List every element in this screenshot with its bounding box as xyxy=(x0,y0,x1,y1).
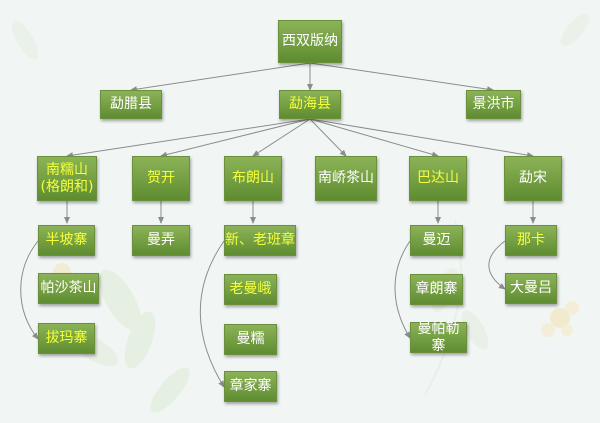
node-label: 帕沙茶山 xyxy=(40,280,97,296)
node-bama-village[interactable]: 拔玛寨 xyxy=(38,323,95,354)
connector-line xyxy=(309,118,439,158)
node-hekai[interactable]: 贺开 xyxy=(132,156,190,201)
connector-line xyxy=(309,118,347,157)
node-label: 南糯山 (格朗和) xyxy=(40,161,94,195)
node-menglah-county[interactable]: 勐腊县 xyxy=(100,90,162,119)
node-label: 勐腊县 xyxy=(110,96,152,112)
node-label: 曼迈 xyxy=(422,232,451,248)
node-nannuo-mountain[interactable]: 南糯山 (格朗和) xyxy=(37,156,97,201)
node-label: 西双版纳 xyxy=(282,33,338,49)
connector-line xyxy=(309,118,534,158)
node-label: 拔玛寨 xyxy=(45,330,88,346)
node-pasha-tea-mountain[interactable]: 帕沙茶山 xyxy=(38,273,99,304)
node-xin-lao-banzhang[interactable]: 新、老班章 xyxy=(224,225,296,256)
node-label: 老曼峨 xyxy=(229,281,272,297)
node-nanqiao-tea-mountain[interactable]: 南峤茶山 xyxy=(315,156,377,201)
background-floral-decoration xyxy=(12,13,590,413)
node-jinghong-city[interactable]: 景洪市 xyxy=(466,90,521,119)
connector-line xyxy=(130,62,311,93)
node-label: 章朗寨 xyxy=(415,281,458,297)
node-damanlv[interactable]: 大曼吕 xyxy=(505,273,557,304)
connector-line xyxy=(252,118,311,157)
node-xishuangbanna[interactable]: 西双版纳 xyxy=(278,20,342,63)
node-mannuo[interactable]: 曼糯 xyxy=(224,324,277,355)
node-label: 巴达山 xyxy=(417,170,459,186)
connector-line xyxy=(309,62,494,93)
node-zhangjia-village[interactable]: 章家寨 xyxy=(224,371,277,402)
node-naka[interactable]: 那卡 xyxy=(505,225,557,256)
connector-line xyxy=(66,118,311,159)
connector-line xyxy=(160,118,311,158)
node-label: 景洪市 xyxy=(472,96,515,112)
node-label: 新、老班章 xyxy=(225,232,295,248)
node-label: 贺开 xyxy=(147,170,175,186)
node-manpaleizhai[interactable]: 曼帕勒寨 xyxy=(410,320,467,354)
connectors xyxy=(20,62,536,388)
node-label: 曼帕勒寨 xyxy=(417,320,460,354)
node-laomane[interactable]: 老曼峨 xyxy=(224,274,277,305)
connector-curve xyxy=(20,240,39,340)
node-zhanglang-village[interactable]: 章朗寨 xyxy=(410,274,463,305)
node-menghai-county[interactable]: 勐海县 xyxy=(279,90,341,119)
node-label: 曼弄 xyxy=(147,232,175,248)
node-manmai[interactable]: 曼迈 xyxy=(410,225,463,256)
node-label: 勐宋 xyxy=(519,170,547,186)
node-label: 勐海县 xyxy=(289,96,331,112)
connector-curve xyxy=(394,240,411,339)
node-bulang-mountain[interactable]: 布朗山 xyxy=(224,156,282,201)
node-label: 那卡 xyxy=(517,232,545,248)
node-mengsong[interactable]: 勐宋 xyxy=(504,156,562,201)
connector-curve xyxy=(199,240,225,388)
node-label: 布朗山 xyxy=(232,170,274,186)
node-label: 半坡寨 xyxy=(45,232,88,248)
node-label: 曼糯 xyxy=(236,331,265,347)
node-label: 章家寨 xyxy=(229,378,272,394)
node-mannong[interactable]: 曼弄 xyxy=(132,225,190,256)
node-label: 大曼吕 xyxy=(510,280,552,296)
connector-curve xyxy=(488,240,506,290)
node-banpo-village[interactable]: 半坡寨 xyxy=(38,225,95,256)
node-bada-mountain[interactable]: 巴达山 xyxy=(409,156,467,201)
node-label: 南峤茶山 xyxy=(318,170,374,186)
